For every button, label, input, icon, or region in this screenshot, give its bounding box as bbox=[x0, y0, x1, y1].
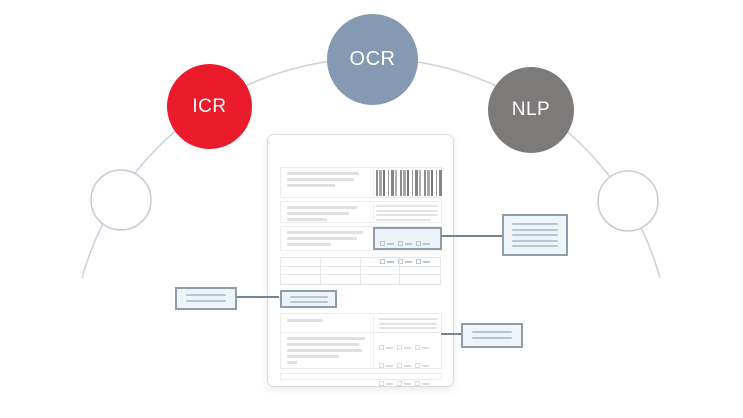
doc-section-header bbox=[280, 167, 442, 198]
node-nlp: NLP bbox=[488, 67, 574, 153]
highlight-box-field bbox=[280, 290, 337, 308]
checkbox-icon bbox=[397, 345, 411, 350]
checkbox-icon bbox=[380, 259, 394, 264]
checkbox-icon bbox=[416, 241, 430, 246]
text-lines-icon bbox=[281, 168, 373, 194]
callout-left bbox=[175, 287, 237, 310]
doc-section-address bbox=[280, 201, 442, 223]
checkbox-icon bbox=[398, 241, 412, 246]
placeholder-node-left bbox=[90, 169, 152, 231]
checkbox-icon bbox=[379, 345, 393, 350]
connector-line-bottom bbox=[441, 333, 461, 335]
connector-line-right bbox=[441, 235, 502, 237]
text-lines-icon bbox=[379, 318, 437, 332]
doc-footer-bar bbox=[280, 373, 442, 380]
text-lines-icon bbox=[287, 337, 365, 367]
table-icon bbox=[280, 257, 441, 285]
text-lines-icon bbox=[376, 205, 440, 223]
checkbox-icon bbox=[379, 363, 393, 368]
node-ocr: OCR bbox=[327, 14, 418, 105]
document-illustration bbox=[267, 134, 454, 387]
placeholder-node-right bbox=[597, 170, 659, 232]
checkbox-icon bbox=[398, 259, 412, 264]
checkbox-grid-icon bbox=[373, 334, 447, 391]
node-nlp-label: NLP bbox=[511, 99, 551, 120]
text-lines-icon bbox=[281, 227, 377, 253]
text-lines-icon bbox=[287, 319, 323, 325]
barcode-icon bbox=[376, 170, 442, 196]
checkbox-icon bbox=[415, 363, 429, 368]
checkbox-icon bbox=[397, 363, 411, 368]
checkbox-icon bbox=[415, 381, 429, 386]
callout-bottom bbox=[461, 323, 523, 348]
checkbox-icon bbox=[397, 381, 411, 386]
checkbox-icon bbox=[379, 381, 393, 386]
node-icr-label: ICR bbox=[192, 95, 227, 117]
checkbox-icon bbox=[416, 259, 430, 264]
callout-right bbox=[502, 214, 568, 256]
text-lines-icon bbox=[281, 202, 373, 228]
connector-line-left bbox=[237, 296, 279, 298]
checkbox-icon bbox=[380, 241, 394, 246]
doc-section-details bbox=[280, 313, 442, 386]
highlight-box-checkboxes bbox=[373, 227, 442, 264]
node-ocr-label: OCR bbox=[349, 48, 396, 70]
node-icr: ICR bbox=[167, 64, 252, 149]
checkbox-icon bbox=[415, 345, 429, 350]
